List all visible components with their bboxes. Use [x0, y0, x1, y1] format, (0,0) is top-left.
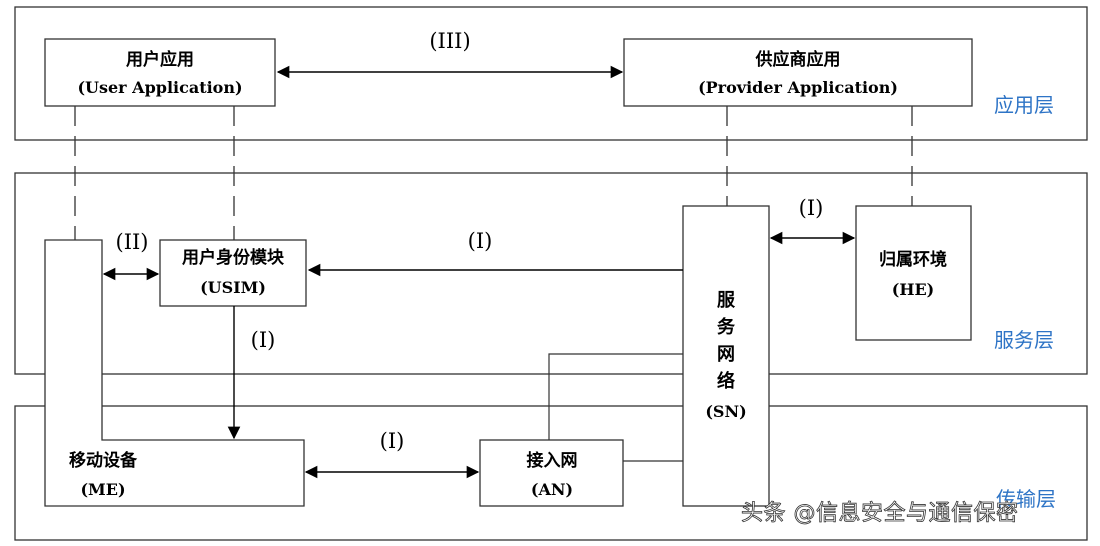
serving-network-box [682, 205, 770, 507]
mobile-equipment-subtitle: (ME) [80, 480, 126, 499]
link-label-me-an: (I) [379, 429, 405, 453]
usim-box [159, 239, 307, 307]
service-layer-label: 服务层 [994, 328, 1054, 352]
user-application-subtitle: (User Application) [77, 78, 243, 97]
link-label-sn-he: (I) [798, 196, 824, 220]
serving-network-char-3: 网 [717, 344, 735, 365]
link-an-sn-upper [548, 353, 683, 440]
application-layer-label: 应用层 [994, 93, 1054, 117]
provider-application-subtitle: (Provider Application) [698, 78, 898, 97]
watermark-text: 头条 @信息安全与通信保密 [741, 501, 1019, 526]
mobile-equipment-box [44, 239, 305, 507]
access-network-box [479, 439, 624, 507]
serving-network-char-1: 服 [717, 290, 735, 311]
home-environment-subtitle: (HE) [891, 280, 935, 299]
mobile-equipment-title: 移动设备 [69, 451, 137, 471]
link-label-usim-me: (I) [250, 328, 276, 352]
link-label-app-level: (III) [429, 29, 471, 53]
serving-network-subtitle: (SN) [705, 402, 747, 421]
provider-application-box [623, 38, 973, 107]
provider-application-title: 供应商应用 [755, 50, 841, 70]
user-application-box [44, 38, 276, 107]
usim-subtitle: (USIM) [200, 278, 266, 297]
link-label-me-usim: (II) [115, 230, 149, 254]
transport-layer-label: 传输层 [996, 487, 1056, 511]
access-network-title: 接入网 [526, 451, 578, 471]
link-label-sn-usim: (I) [467, 229, 493, 253]
serving-network-char-4: 络 [717, 371, 735, 392]
home-environment-box [855, 205, 972, 341]
usim-title: 用户身份模块 [182, 248, 284, 268]
serving-network-char-2: 务 [717, 317, 735, 338]
access-network-subtitle: (AN) [530, 480, 574, 499]
user-application-title: 用户应用 [126, 50, 194, 70]
home-environment-title: 归属环境 [879, 250, 947, 270]
